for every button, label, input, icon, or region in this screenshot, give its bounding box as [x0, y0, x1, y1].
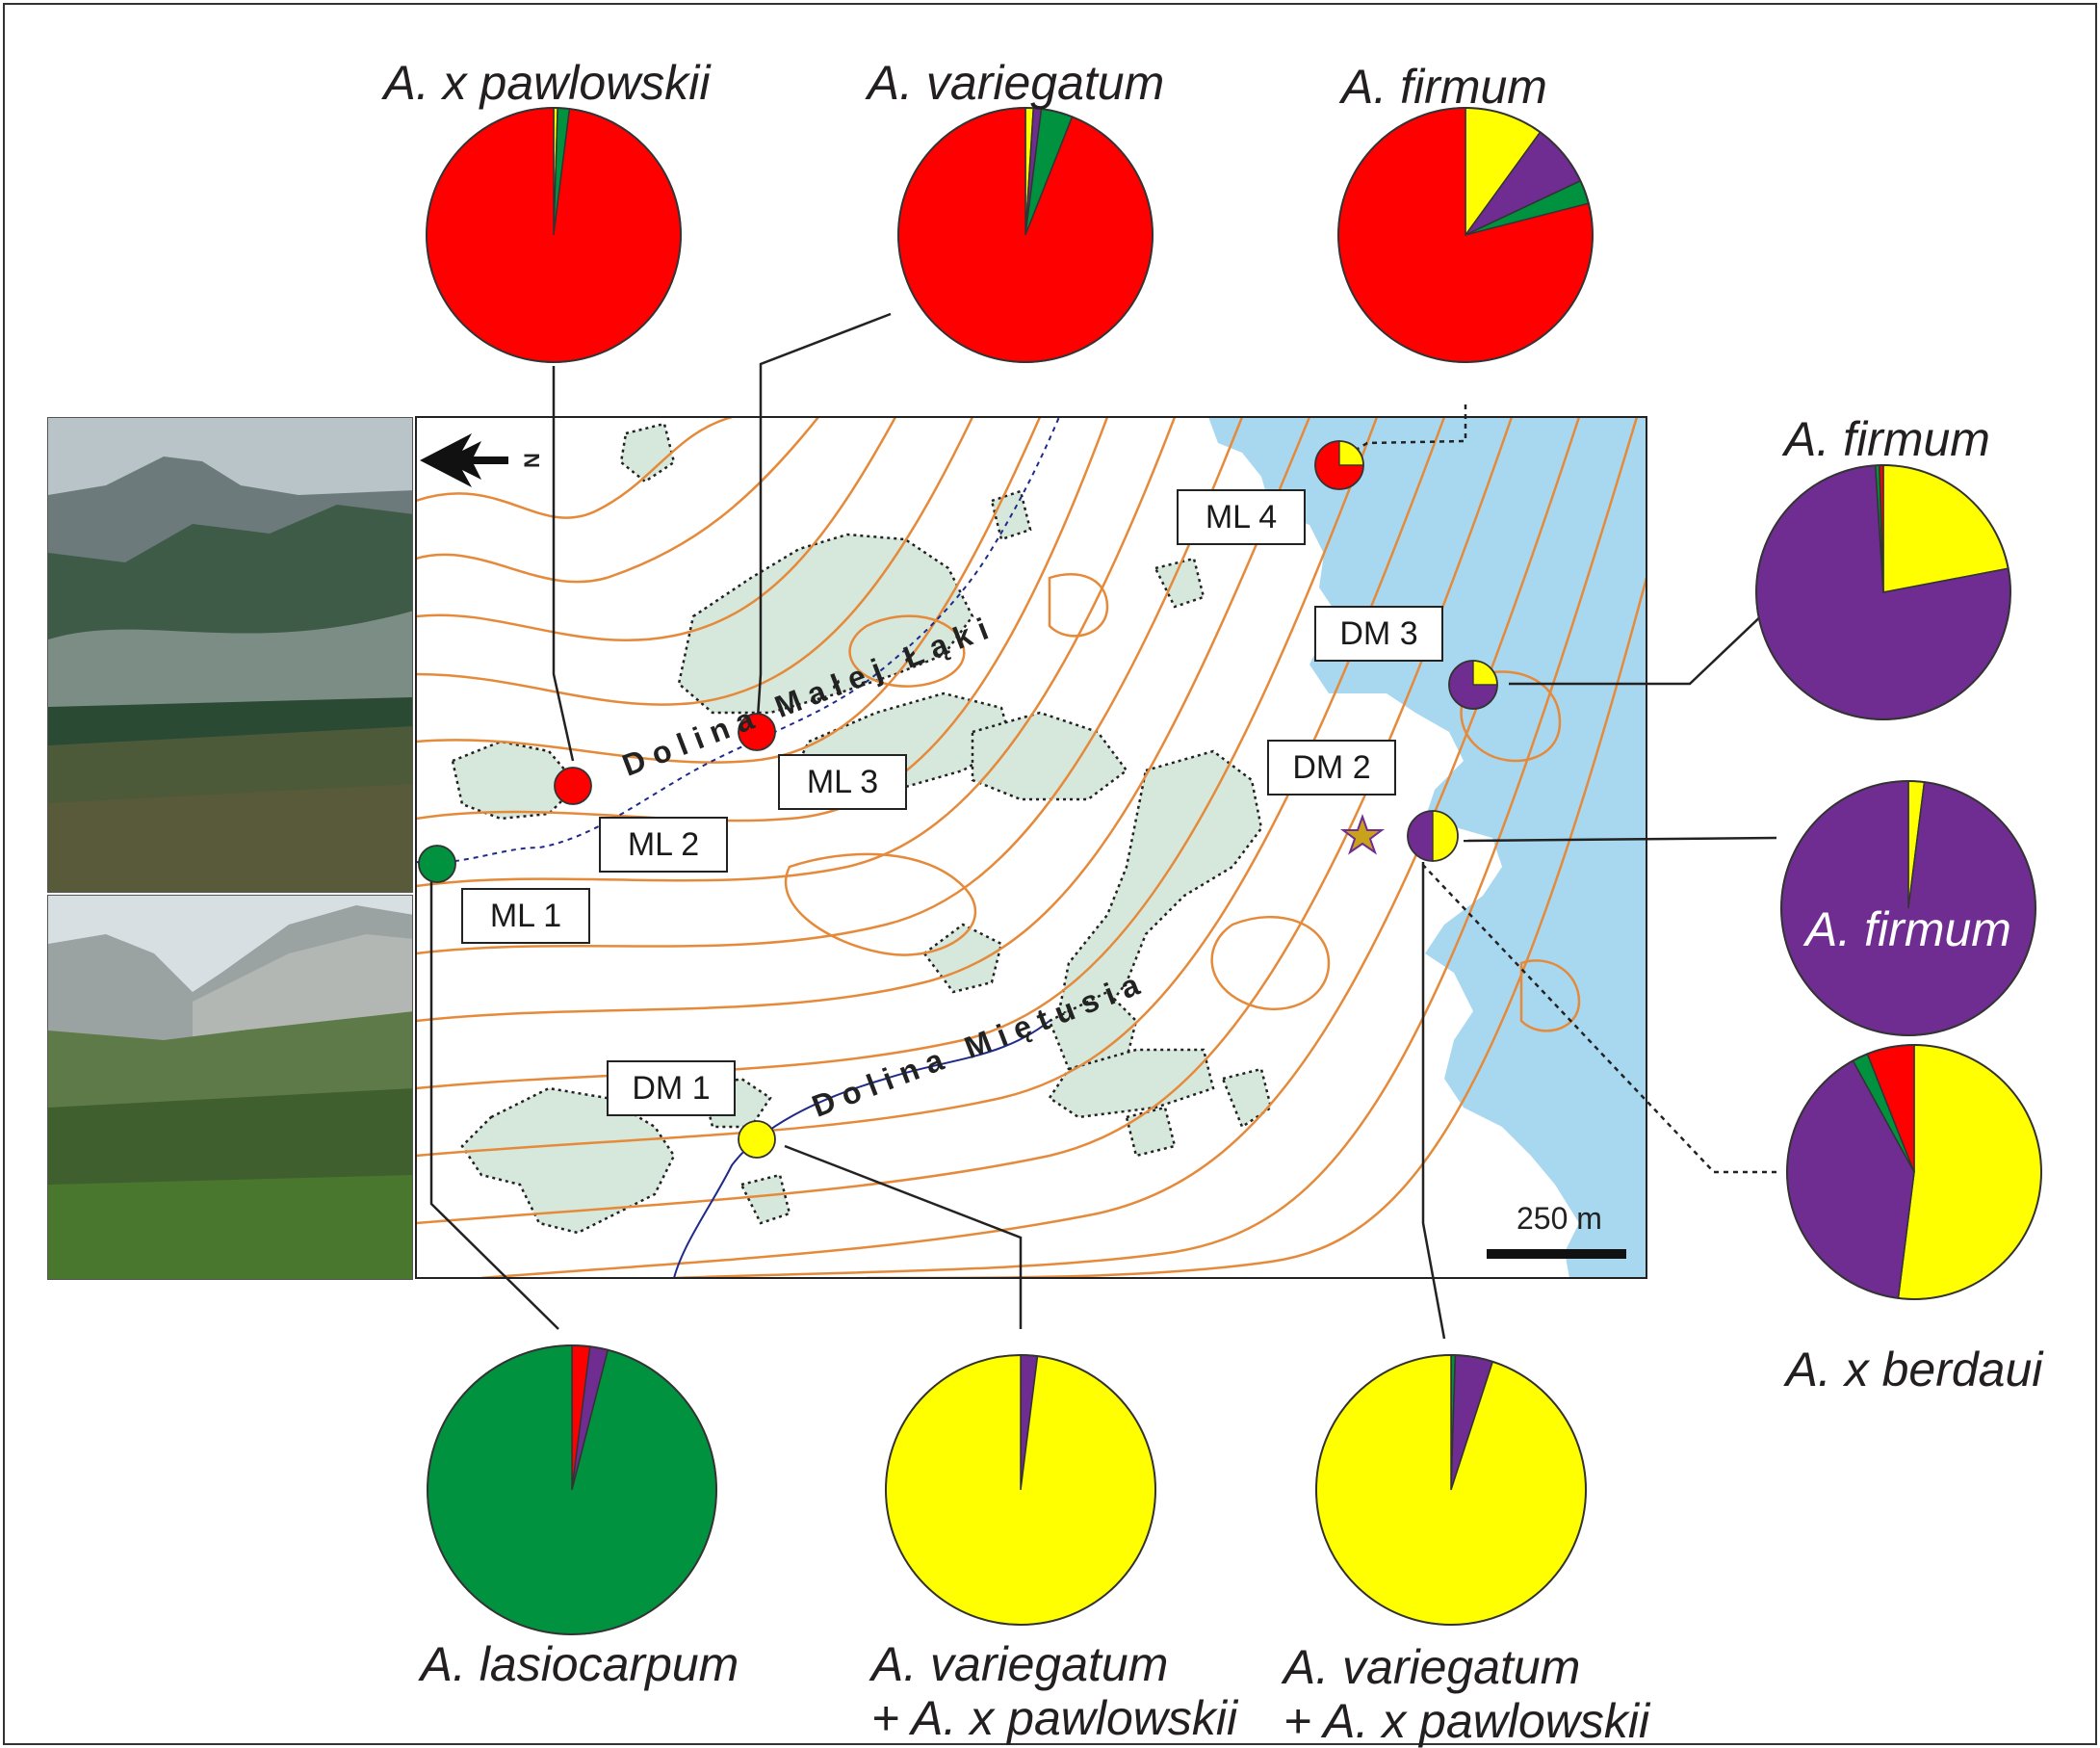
- pie-lasiocarpum-outline: [427, 1344, 717, 1635]
- north-label: N: [519, 453, 544, 468]
- photo-valley-meadow: [47, 417, 413, 893]
- pie-mix2: [1315, 1354, 1587, 1626]
- site-marker-ml2-outline: [554, 767, 592, 805]
- pie-title-mix-dm2: A. variegatum + A. x pawlowskii: [1283, 1640, 1649, 1748]
- pie-pawlowskii: [426, 107, 682, 363]
- pie-berdaui: [1786, 1044, 2042, 1300]
- pie-title-lasiocarpum: A. lasiocarpum: [420, 1637, 739, 1691]
- pie-title-firmum-top: A. firmum: [1341, 60, 1547, 114]
- pie-charts: [426, 107, 2042, 1635]
- pie-title-firmum-inner: A. firmum: [1805, 902, 2011, 956]
- photo-meadow-image: [48, 418, 412, 892]
- pie-mix1-slice-yellow: [885, 1354, 1156, 1626]
- pie-pawlowskii-slice-red: [426, 107, 682, 363]
- topographic-map: [416, 417, 1646, 1278]
- star-icon: [1340, 814, 1385, 855]
- pie-berdaui-outline: [1786, 1044, 2042, 1300]
- scale-bar: [1487, 1249, 1626, 1259]
- pie-mix2-slice-yellow: [1315, 1354, 1587, 1626]
- pie-variegatum: [897, 107, 1154, 363]
- site-marker-dm3-outline: [1448, 660, 1498, 710]
- pie-pawlowskii-outline: [426, 107, 682, 363]
- scale-label: 250 m: [1517, 1201, 1602, 1236]
- site-marker-ml1-outline: [418, 845, 456, 883]
- pie-firmum_dm3-outline: [1755, 464, 2011, 720]
- pie-firmum_dm2-outline: [1780, 780, 2036, 1036]
- pie-firmum_dm3: [1755, 464, 2011, 720]
- site-label-dm2: DM 2: [1267, 740, 1396, 796]
- pie-lasiocarpum-slice-green: [427, 1344, 717, 1635]
- site-marker-ml4-outline: [1314, 440, 1364, 490]
- pie-title-mix-dm2-line1: A. variegatum: [1283, 1640, 1581, 1694]
- site-marker-dm2-outline: [1407, 810, 1459, 862]
- site-marker-dm1-outline: [738, 1120, 776, 1159]
- north-arrow-icon: [420, 433, 508, 487]
- pie-mix1: [885, 1354, 1156, 1626]
- pie-firmum_dm2: [1780, 780, 2036, 1036]
- site-marker-ml1: [418, 845, 456, 883]
- pie-mix2-outline: [1315, 1354, 1587, 1626]
- connector-lines: [429, 312, 1787, 1340]
- pie-variegatum-slice-red: [897, 107, 1154, 363]
- limestone-area: [1208, 417, 1646, 1278]
- pie-title-mix-dm1-line2: + A. x pawlowskii: [870, 1691, 1238, 1745]
- pie-title-mix-dm2-line2: + A. x pawlowskii: [1283, 1694, 1650, 1748]
- pie-firmum_top-outline: [1337, 107, 1594, 363]
- site-marker-ml2: [554, 767, 592, 805]
- site-label-ml4: ML 4: [1177, 489, 1306, 545]
- pie-title-variegatum: A. variegatum: [867, 56, 1165, 110]
- site-marker-ml3-outline: [738, 713, 776, 751]
- pie-title-berdaui: A. x berdaui: [1785, 1343, 2043, 1396]
- site-label-ml1: ML 1: [461, 888, 590, 944]
- streams: [416, 417, 1060, 1278]
- pie-lasiocarpum: [427, 1344, 717, 1635]
- pie-variegatum-outline: [897, 107, 1154, 363]
- map-border: [415, 416, 1647, 1279]
- site-label-ml2: ML 2: [599, 817, 728, 873]
- contour-lines: [416, 417, 1646, 1278]
- pie-title-mix-dm1: A. variegatum + A. x pawlowskii: [871, 1637, 1237, 1745]
- site-marker-dm3: [1448, 660, 1498, 710]
- pie-title-pawlowskii: A. x pawlowskii: [383, 56, 711, 110]
- site-marker-ml3: [738, 713, 776, 751]
- site-marker-ml4: [1314, 440, 1364, 490]
- site-label-dm1: DM 1: [607, 1060, 736, 1116]
- site-label-ml3: ML 3: [778, 754, 907, 810]
- site-marker-dm1: [738, 1120, 776, 1159]
- site-markers: [418, 440, 1498, 1159]
- pie-firmum_top: [1337, 107, 1594, 363]
- photo-valley-shrubs: [47, 895, 413, 1280]
- pie-title-firmum-right: A. firmum: [1784, 412, 1990, 466]
- pie-mix1-outline: [885, 1354, 1156, 1626]
- site-marker-dm2: [1407, 810, 1459, 862]
- pie-title-mix-dm1-line1: A. variegatum: [870, 1637, 1169, 1691]
- site-label-dm3: DM 3: [1314, 606, 1443, 662]
- photo-shrubs-image: [48, 896, 412, 1279]
